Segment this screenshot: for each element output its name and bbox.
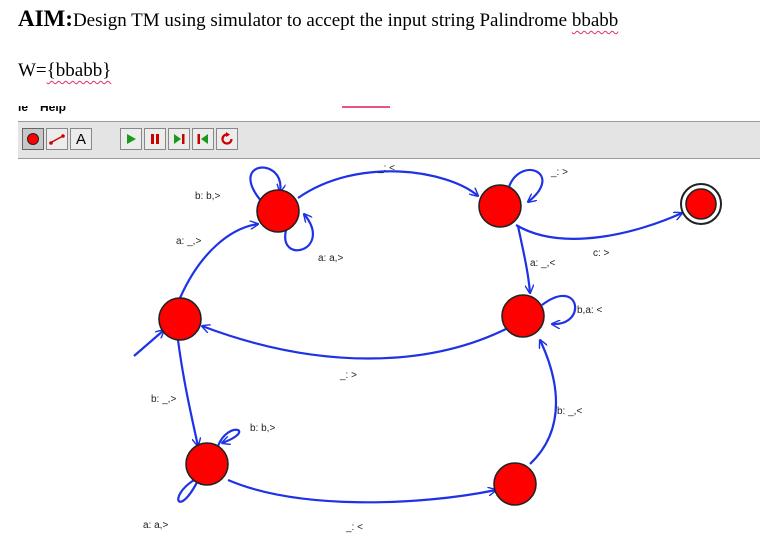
turing-machine-diagram: b: b,> a: _,> a: a,> _: < _: > c: > a: _…	[133, 163, 722, 533]
label-q0-q1: a: _,>	[176, 236, 201, 247]
label-q6-q7: _: <	[345, 522, 363, 533]
edge-q2-q3	[516, 225, 530, 293]
input-set-prefix: W=	[18, 60, 47, 81]
edge-q6-loop-a	[177, 476, 200, 503]
label-q7-q3: b: _,<	[557, 406, 582, 417]
label-q3-loop: b,a: <	[577, 305, 602, 316]
menu-file[interactable]: le	[18, 106, 29, 114]
input-set-line: W={bbabb}	[18, 60, 111, 82]
label-q0-q6: b: _,>	[151, 394, 176, 405]
label-q6-loop-a: a: a,>	[143, 520, 168, 531]
spellcheck-underline	[342, 106, 390, 108]
edge-q6-q7	[227, 478, 496, 504]
edge-q3-loop	[541, 294, 577, 324]
edge-incoming-start	[133, 330, 164, 357]
text-tool-icon: A	[75, 130, 86, 148]
step-back-icon	[197, 134, 208, 144]
edge-q6-loop-b	[216, 428, 241, 447]
state-q0[interactable]	[158, 297, 202, 341]
input-set-value: {bbabb}	[46, 60, 112, 81]
pause-button[interactable]	[144, 128, 166, 150]
edge-q2-q5	[515, 213, 682, 240]
aim-text: Design TM using simulator to accept the …	[72, 10, 572, 31]
label-q1-loop-a: a: a,>	[318, 253, 343, 264]
play-button[interactable]	[120, 128, 142, 150]
label-q2-q3: a: _,<	[530, 258, 555, 269]
aim-heading: AIM:Design TM using simulator to accept …	[18, 6, 618, 32]
edge-q0-q6	[176, 339, 198, 446]
label-q2-q5: c: >	[593, 248, 610, 259]
state-tool-button[interactable]	[22, 128, 44, 150]
state-tool-icon	[27, 133, 39, 145]
edge-q1-q2	[297, 170, 478, 199]
state-q7[interactable]	[493, 462, 537, 506]
reset-button[interactable]	[216, 128, 238, 150]
state-q3[interactable]	[501, 294, 545, 338]
label-q1-q2: _: <	[377, 163, 395, 174]
step-back-button[interactable]	[192, 128, 214, 150]
play-icon	[127, 134, 136, 144]
state-q6[interactable]	[185, 442, 229, 486]
diagram-canvas: b: b,> a: _,> a: a,> _: < _: > c: > a: _…	[18, 158, 760, 545]
state-q2[interactable]	[478, 184, 522, 228]
state-q5[interactable]	[685, 188, 717, 220]
text-tool-button[interactable]: A	[70, 128, 92, 150]
label-q3-q0: _: >	[339, 370, 357, 381]
transition-tool-icon	[49, 134, 65, 145]
step-button[interactable]	[168, 128, 190, 150]
edge-q3-q0	[202, 326, 509, 360]
edge-q0-q1	[178, 224, 258, 299]
label-q2-loop: _: >	[550, 167, 568, 178]
menu-help[interactable]: Help	[40, 106, 67, 114]
menubar: le Help	[18, 106, 468, 119]
pause-icon	[151, 134, 159, 144]
edge-q2-loop	[506, 168, 544, 202]
edge-q1-loop-a	[284, 214, 314, 252]
transition-tool-button[interactable]	[46, 128, 68, 150]
edge-q7-q3	[529, 340, 557, 465]
reset-icon	[221, 132, 233, 145]
label-q6-loop-b: b: b,>	[250, 423, 275, 434]
label-q1-loop-b: b: b,>	[195, 191, 220, 202]
aim-label: AIM:	[18, 6, 73, 31]
state-q1[interactable]	[256, 189, 300, 233]
aim-input-string: bbabb	[571, 10, 619, 31]
edge-q1-loop-b	[249, 166, 280, 203]
step-icon	[174, 134, 185, 144]
toolbar: A	[18, 121, 760, 159]
